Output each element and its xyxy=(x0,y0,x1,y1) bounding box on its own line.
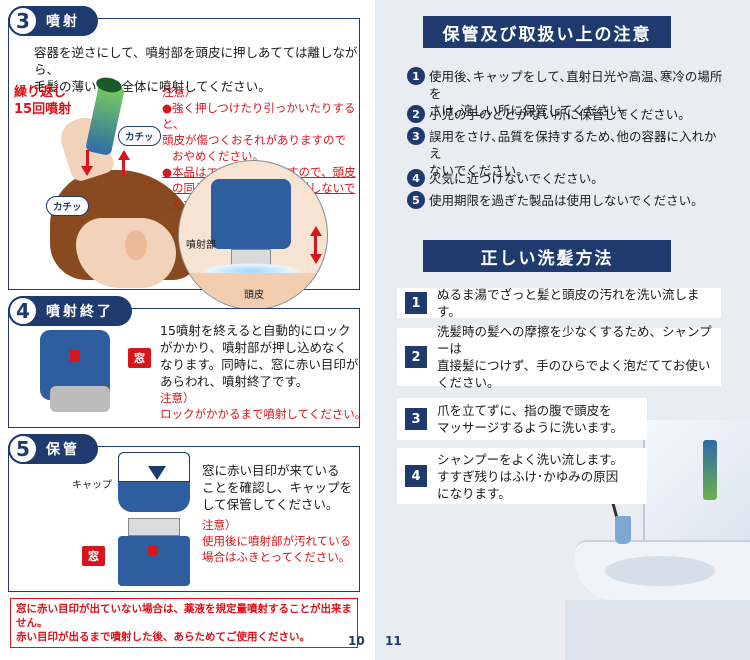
wash-step: 3 爪を立てずに、指の腹で頭皮を マッサージするように洗います。 xyxy=(397,398,647,440)
arrow-down-icon xyxy=(310,254,322,264)
wash-step: 2 洗髪時の髪への摩擦を少なくするため、シャンプーは 直接髪につけず、手のひらで… xyxy=(397,324,721,390)
updown-arrow-shaft xyxy=(314,234,317,256)
caution-number: 2 xyxy=(407,105,425,123)
step-number: 2 xyxy=(405,346,427,368)
spray-instructions: 容器を逆さにして、噴射部を頭皮に押しあてては離しながら、 毛髪の薄い部分全体に噴… xyxy=(34,45,358,94)
section-4-tag: 4 噴射終了 xyxy=(8,296,132,326)
spray-end-instructions: 15噴射を終えると自動的にロック がかかり、噴射部が押し込めなく なります。同時… xyxy=(160,323,367,421)
nozzle-top-illustration xyxy=(128,518,180,536)
device-window-red-mark xyxy=(70,350,80,362)
wash-title: 正しい洗髪方法 xyxy=(423,240,671,272)
cup-illustration xyxy=(615,516,631,544)
left-page: 3 噴射 容器を逆さにして、噴射部を頭皮に押しあてては離しながら、 毛髪の薄い部… xyxy=(8,6,367,648)
wash-step: 1 ぬるま湯でざっと髪と頭皮の汚れを洗い流します。 xyxy=(397,287,721,319)
step-number: 4 xyxy=(405,465,427,487)
right-page: 保管及び取扱い上の注意 1 使用後､キャップをして､直射日光や高温､寒冷の場所を… xyxy=(375,0,750,660)
ear-illustration xyxy=(125,230,147,260)
caution-title: 保管及び取扱い上の注意 xyxy=(423,16,671,48)
caution-item: 2 小児の手のとどかない所に保管してください。 xyxy=(407,105,727,123)
caution-number: 3 xyxy=(407,127,425,145)
cabinet-illustration xyxy=(565,600,750,660)
caution-number: 5 xyxy=(407,191,425,209)
arrow-up-icon xyxy=(118,150,130,160)
nozzle-body xyxy=(211,179,291,249)
arrow-down-shaft xyxy=(86,150,89,168)
caution-item: 5 使用期限を過ぎた製品は使用しないでください。 xyxy=(407,191,727,209)
section-3-number: 3 xyxy=(8,6,38,36)
caution-number: 1 xyxy=(407,67,425,85)
bottle-illustration xyxy=(703,440,717,500)
window-label: 窓 xyxy=(128,348,151,368)
window-warning: 窓に赤い目印が出ていない場合は、薬液を規定量噴射することが出来ません。 赤い目印… xyxy=(10,598,358,648)
caution-number: 4 xyxy=(407,169,425,187)
caution-item: 3 誤用をさけ､品質を保持するため､他の容器に入れかえないでください。 xyxy=(407,127,727,179)
device-window-red-mark xyxy=(148,545,158,555)
caution-item: 1 使用後､キャップをして､直射日光や高温､寒冷の場所をさけ､涼しい所に保管して… xyxy=(407,67,727,119)
section-5-label: 保管 xyxy=(46,442,80,458)
section-4-label: 噴射終了 xyxy=(46,304,114,320)
window-label: 窓 xyxy=(82,546,105,566)
page-number-left: 10 xyxy=(348,634,365,648)
nozzle-label: 噴射部 xyxy=(186,240,216,251)
scalp-label: 頭皮 xyxy=(244,290,264,301)
arrow-up-icon xyxy=(310,226,322,236)
scalp-surface xyxy=(179,273,327,309)
cap-label: キャップ xyxy=(72,480,112,491)
section-3-tag: 3 噴射 xyxy=(8,6,98,36)
storage-instructions: 窓に赤い目印が来ている ことを確認し、キャップを して保管してください。 注意）… xyxy=(202,463,353,564)
nozzle-zoom-illustration xyxy=(178,160,328,310)
caution-item: 4 火気に近づけないでください。 xyxy=(407,169,727,187)
click-sound-bubble: カチッ xyxy=(118,126,161,146)
section-5-number: 5 xyxy=(8,434,38,464)
repeat-label: 繰り返し 15回噴射 xyxy=(14,85,72,117)
arrow-down-icon xyxy=(148,466,166,480)
wash-step: 4 シャンプーをよく洗い流します。 すすぎ残りはふけ･かゆみの原因 になります。 xyxy=(397,448,647,504)
step-number: 3 xyxy=(405,408,427,430)
device-body-illustration xyxy=(118,536,190,586)
step-number: 1 xyxy=(405,292,427,314)
section-4-number: 4 xyxy=(8,296,38,326)
device-base xyxy=(50,386,110,412)
page-number-right: 11 xyxy=(385,634,402,648)
basin-illustration xyxy=(605,556,715,586)
arrow-down-icon xyxy=(81,166,93,176)
click-sound-bubble: カチッ xyxy=(46,196,89,216)
section-3-label: 噴射 xyxy=(46,14,80,30)
arrow-up-shaft xyxy=(122,160,125,176)
section-5-tag: 5 保管 xyxy=(8,434,98,464)
